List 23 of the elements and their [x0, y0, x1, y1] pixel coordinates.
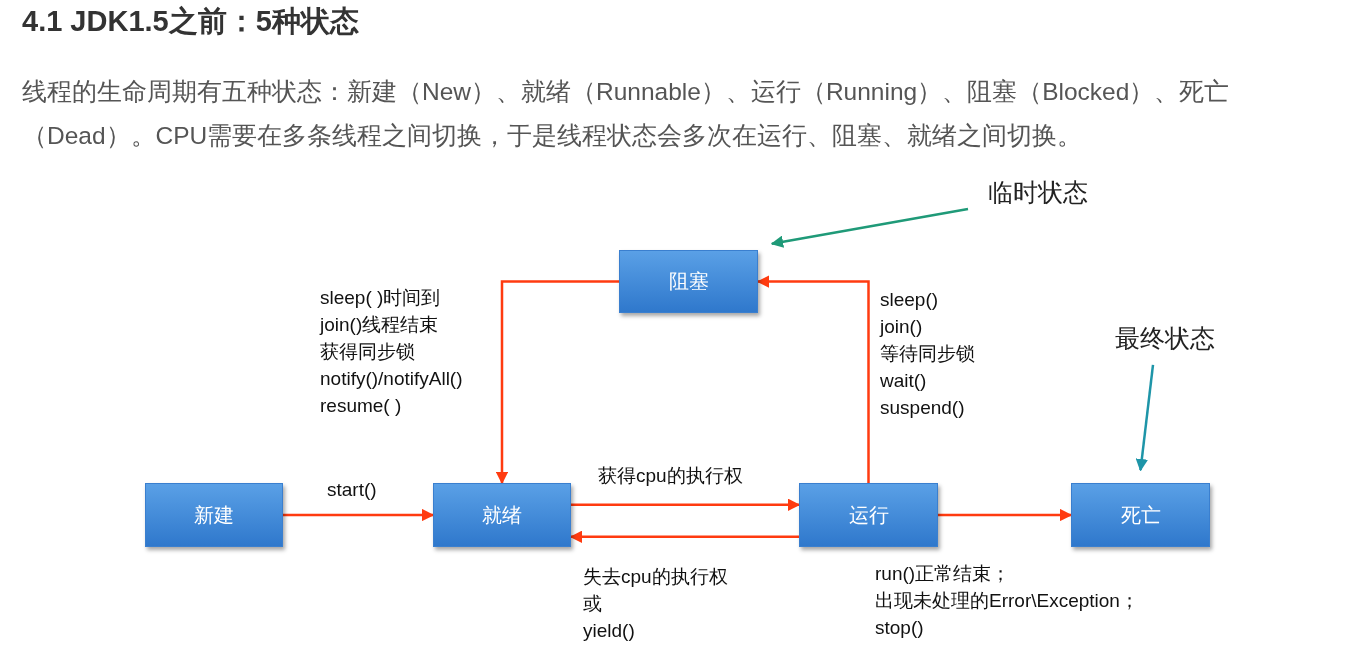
arrow: [283, 508, 435, 522]
state-box: 死亡: [1071, 483, 1210, 547]
edge-label: 获得cpu的执行权: [598, 464, 743, 488]
arrow: [1135, 364, 1155, 472]
arrow: [770, 207, 969, 248]
edge-label: sleep( )时间到 join()线程结束获得同步锁 notify()/notifyAll() resume( ): [320, 286, 463, 418]
edge-label: run()正常结束；出现未处理的Error\Exception； stop(): [875, 562, 1139, 640]
arrow: [569, 530, 799, 543]
arrow: [495, 280, 619, 485]
arrow: [756, 275, 870, 483]
edge-label: sleep() join() 等待同步锁 wait() suspend(): [880, 288, 975, 420]
state-box: 新建: [145, 483, 283, 547]
state-box: 运行: [799, 483, 938, 547]
paragraph: 线程的生命周期有五种状态：新建（New）、就绪（Runnable）、运行（Running）、阻塞（Blocked）、死亡（Dead）。CPU需要在多条线程之间切换，于是线程状态会多次在运行、阻塞、就绪之间切换。: [22, 77, 1231, 151]
state-label: 最终状态: [1115, 322, 1215, 355]
state-box: 就绪: [433, 483, 571, 547]
edge-label: start(): [327, 478, 377, 502]
edge-label: 失去cpu的执行权或 yield(): [583, 565, 728, 643]
state-box: 阻塞: [619, 250, 758, 313]
arrow: [571, 498, 801, 511]
state-label: 临时状态: [988, 176, 1088, 209]
title: 4.1 JDK1.5之前：5种状态: [22, 4, 359, 39]
arrow: [938, 508, 1073, 522]
